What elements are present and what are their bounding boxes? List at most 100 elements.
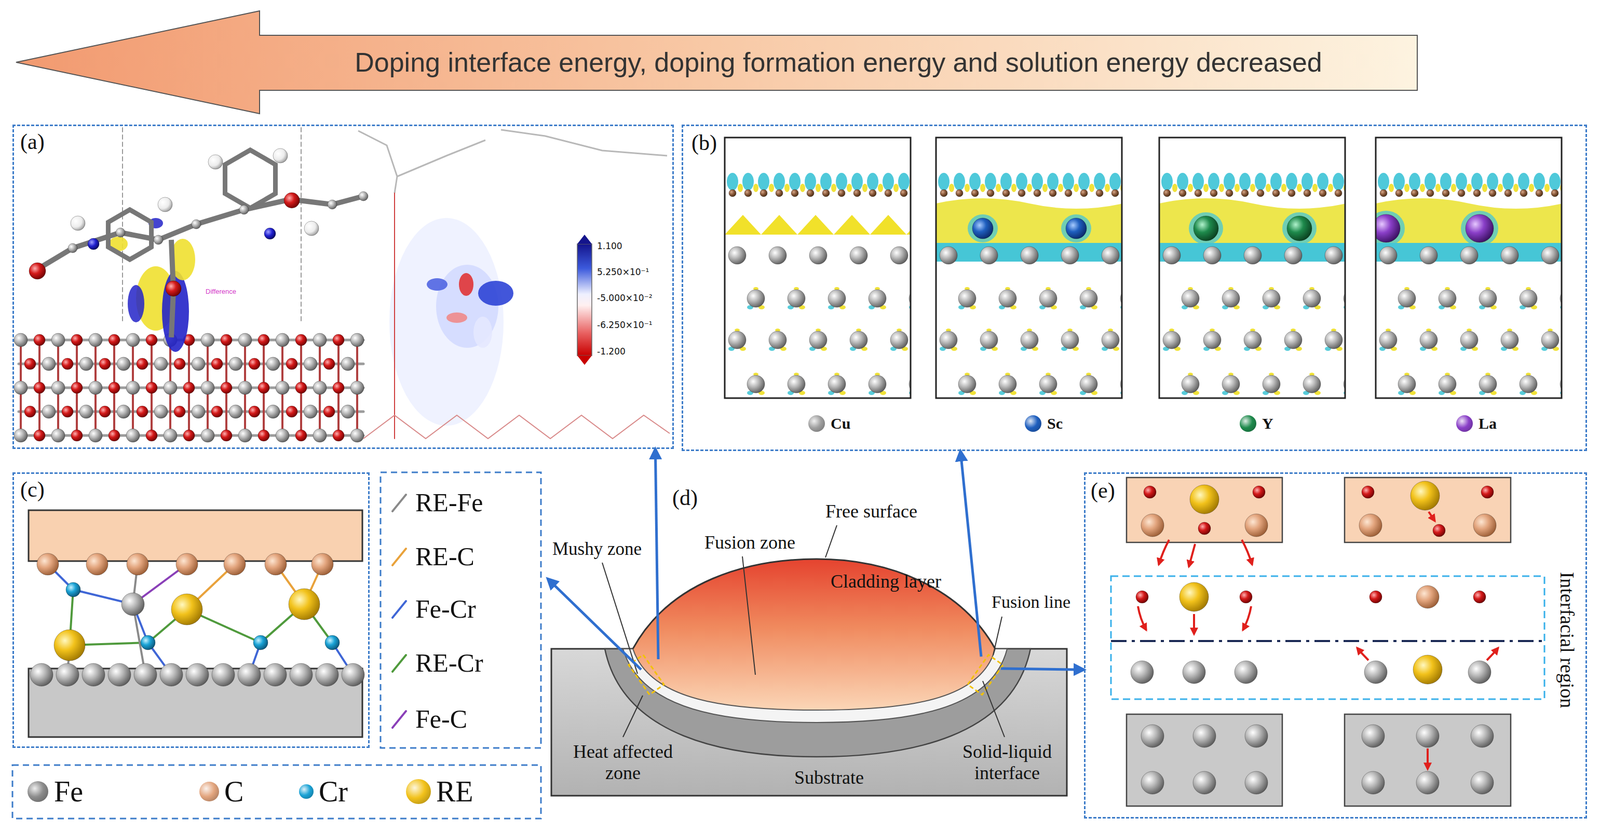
atom [1061,331,1079,349]
migration-arrow [1137,606,1147,631]
isosurface [835,172,848,191]
colorbar-value: -1.200 [597,346,626,358]
atom [108,382,120,394]
isosurface [1120,183,1122,193]
atom [869,189,877,197]
line-sample-stroke [392,655,406,672]
atom [1343,375,1346,393]
atom [200,428,215,443]
density-contour [458,273,474,296]
atom [145,382,158,394]
isosurface [1265,183,1271,193]
atom [890,246,908,265]
atom [828,289,846,308]
colorbar-cap [577,234,592,244]
atom [33,429,46,442]
isosurface [1234,183,1240,193]
atom [275,381,290,395]
wireframe [363,415,670,439]
model-ground [724,137,911,399]
atom [1243,331,1262,349]
atom [53,629,86,661]
isosurface [1284,346,1291,351]
atom [787,289,806,308]
isosurface [995,183,1001,193]
isosurface [1062,172,1075,191]
atom [136,405,148,418]
bond-line [260,604,305,643]
atom [140,635,156,650]
atom [1182,660,1206,684]
isosurface [1203,346,1210,351]
isosurface [1214,346,1222,351]
atom [1287,189,1296,197]
isosurface [1438,390,1445,396]
isosurface [1560,390,1562,396]
atom [341,663,365,687]
atom [208,154,223,170]
cladding-block [1126,477,1283,543]
isosurface [1208,172,1220,191]
atom [24,358,36,370]
isosurface [1409,305,1416,310]
atom [1519,289,1538,308]
legend-text: La [1478,414,1497,433]
leader-line [622,695,643,738]
density-contour [426,278,448,291]
atom [1416,585,1440,609]
vertical-label: Interfacial region [1555,572,1579,709]
isosurface [1444,287,1450,291]
bond-line [147,609,187,643]
isosurface [1332,172,1345,191]
isosurface [1104,183,1110,193]
atom [220,429,233,442]
isosurface [1409,390,1416,396]
atom [153,235,164,245]
isosurface [1303,305,1310,310]
atom [1256,189,1265,197]
isosurface [1385,328,1391,332]
lattice-bond [281,340,284,436]
atom [303,404,318,419]
isosurface [798,305,806,310]
atom [1111,189,1119,197]
isosurface [1517,172,1530,191]
legend-item: Sc [1024,414,1063,433]
atom [972,218,994,239]
legend-item: Fe-C [390,704,468,735]
isosurface [1560,305,1562,310]
isosurface [1375,210,1405,247]
atom [126,381,140,395]
isosurface [991,346,998,351]
atom [258,382,270,394]
atom [760,189,768,197]
line-sample [390,546,409,568]
label-slot: Solid-liquid interface [950,741,1065,785]
isosurface [1460,346,1467,351]
banner-text: Doping interface energy, doping formatio… [354,47,1323,79]
panel-letter: (a) [20,129,45,155]
atom [121,592,145,616]
atom [253,635,268,650]
atom [1002,189,1010,197]
atom [126,553,149,576]
atom [1303,289,1321,308]
isosurface [1031,172,1043,191]
label-slot: -5.000×10⁻² [597,293,653,304]
isosurface [1281,183,1287,193]
colorbar [577,234,592,365]
substrate-block [551,648,1067,796]
leader-line [602,562,638,674]
atom [295,429,307,442]
atom [1239,590,1253,604]
atom [1473,590,1486,604]
atom [1141,513,1164,537]
atom [955,189,964,197]
isosurface [1471,172,1483,191]
isosurface [1268,372,1274,376]
isosurface [849,346,857,351]
atom [1465,214,1494,243]
model-ground [936,137,1122,399]
isosurface [839,305,846,310]
atom [1479,375,1497,393]
